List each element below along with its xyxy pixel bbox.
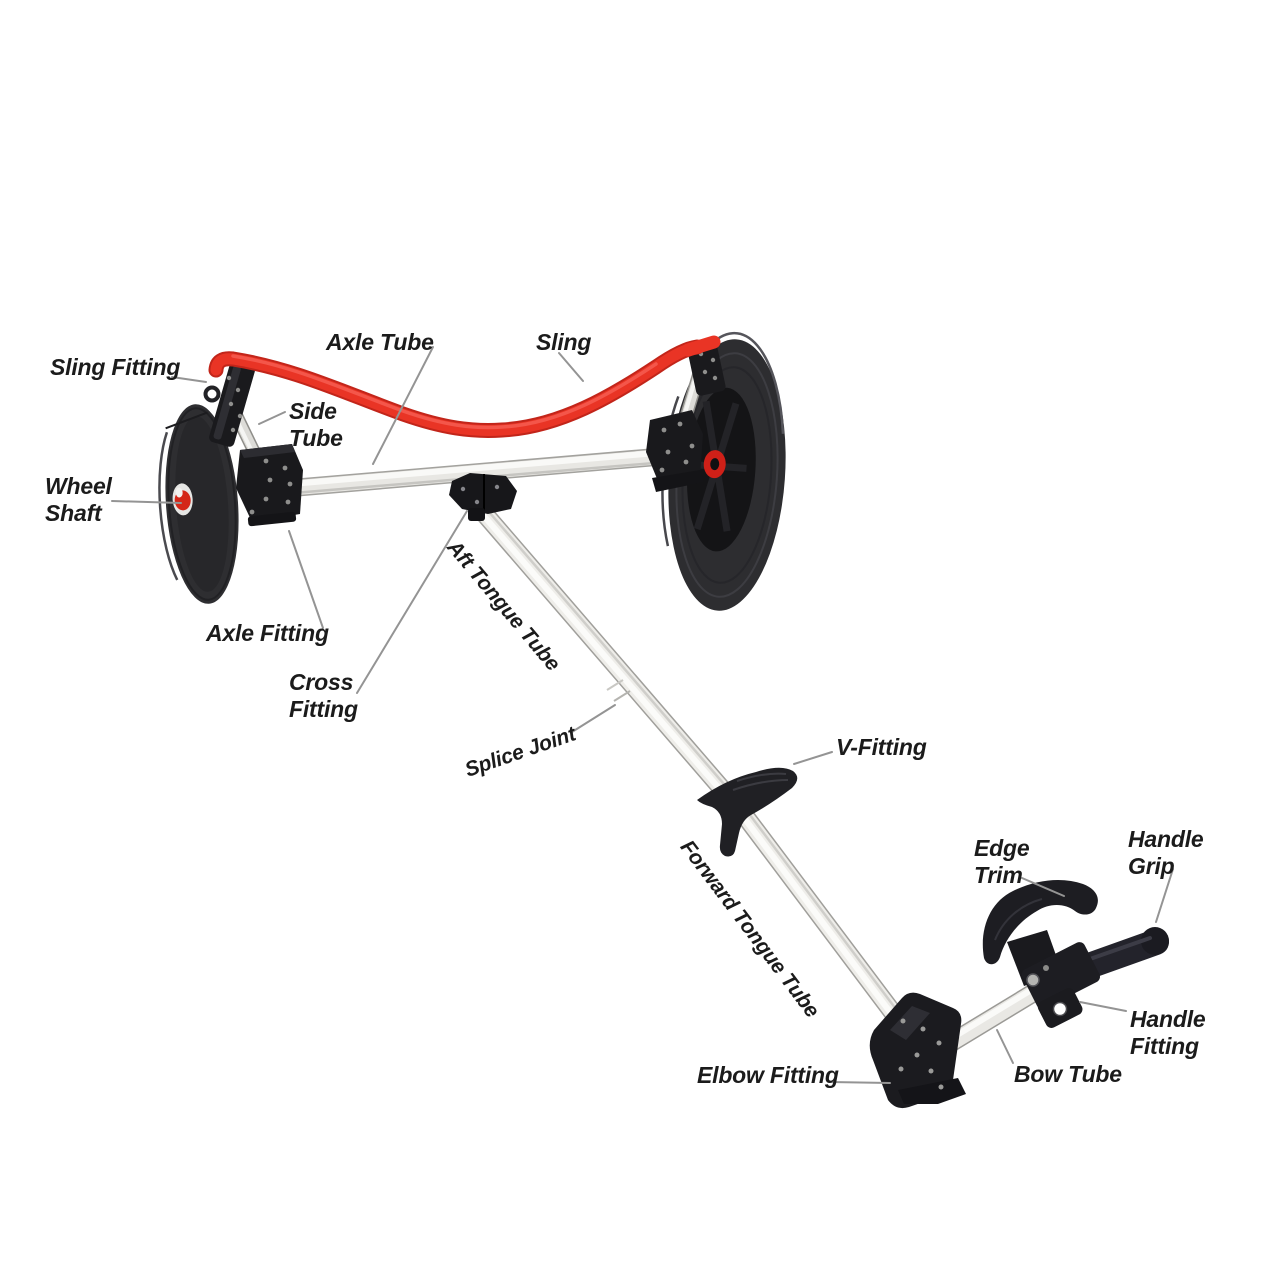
leader-axle-tube [372,346,434,465]
label-bow-tube: Bow Tube [1014,1061,1122,1087]
leader-cross-fitting [356,510,468,694]
splice-joint-seam [606,679,631,702]
leader-wheel-shaft [111,500,182,504]
label-elbow-fitting: Elbow Fitting [697,1062,839,1088]
leader-handle-grip [1155,868,1174,923]
right-wheel [661,331,786,611]
left-wheel [158,404,239,604]
label-cross-fitting: Cross Fitting [289,669,358,723]
label-axle-tube: Axle Tube [326,329,434,355]
leader-side-tube [258,411,286,425]
sling-fitting-left [203,361,255,447]
label-sling-fitting: Sling Fitting [50,354,181,380]
label-sling: Sling [536,329,592,355]
axle-fitting-left [236,444,303,527]
leader-sling [558,352,584,382]
edge-trim-part [982,879,1098,965]
axle-fitting-right [646,410,704,492]
label-edge-trim: Edge Trim [974,835,1030,889]
leader-lines [111,346,1174,1084]
sling-strap [208,335,721,438]
label-side-tube: Side Tube [289,398,343,452]
leader-splice-joint [571,704,616,733]
handle-fitting-part [1021,942,1100,1028]
leader-v-fitting [793,751,833,765]
label-v-fitting: V-Fitting [836,734,927,760]
leader-edge-trim [1021,877,1065,897]
leader-handle-fitting [1079,1001,1127,1012]
label-handle-fitting: Handle Fitting [1130,1006,1206,1060]
leader-sling-fitting [171,376,207,383]
axle-tube-part [255,447,669,500]
v-fitting-part [697,767,798,857]
leader-axle-fitting [288,530,324,629]
cross-fitting-part [449,473,517,521]
label-wheel-shaft: Wheel Shaft [45,473,112,527]
leader-bow-tube [996,1029,1014,1064]
leader-elbow-fitting [829,1081,891,1084]
label-axle-fitting: Axle Fitting [206,620,329,646]
elbow-fitting-part [869,992,966,1109]
handle-grip-part [1073,927,1169,980]
label-handle-grip: Handle Grip [1128,826,1204,880]
